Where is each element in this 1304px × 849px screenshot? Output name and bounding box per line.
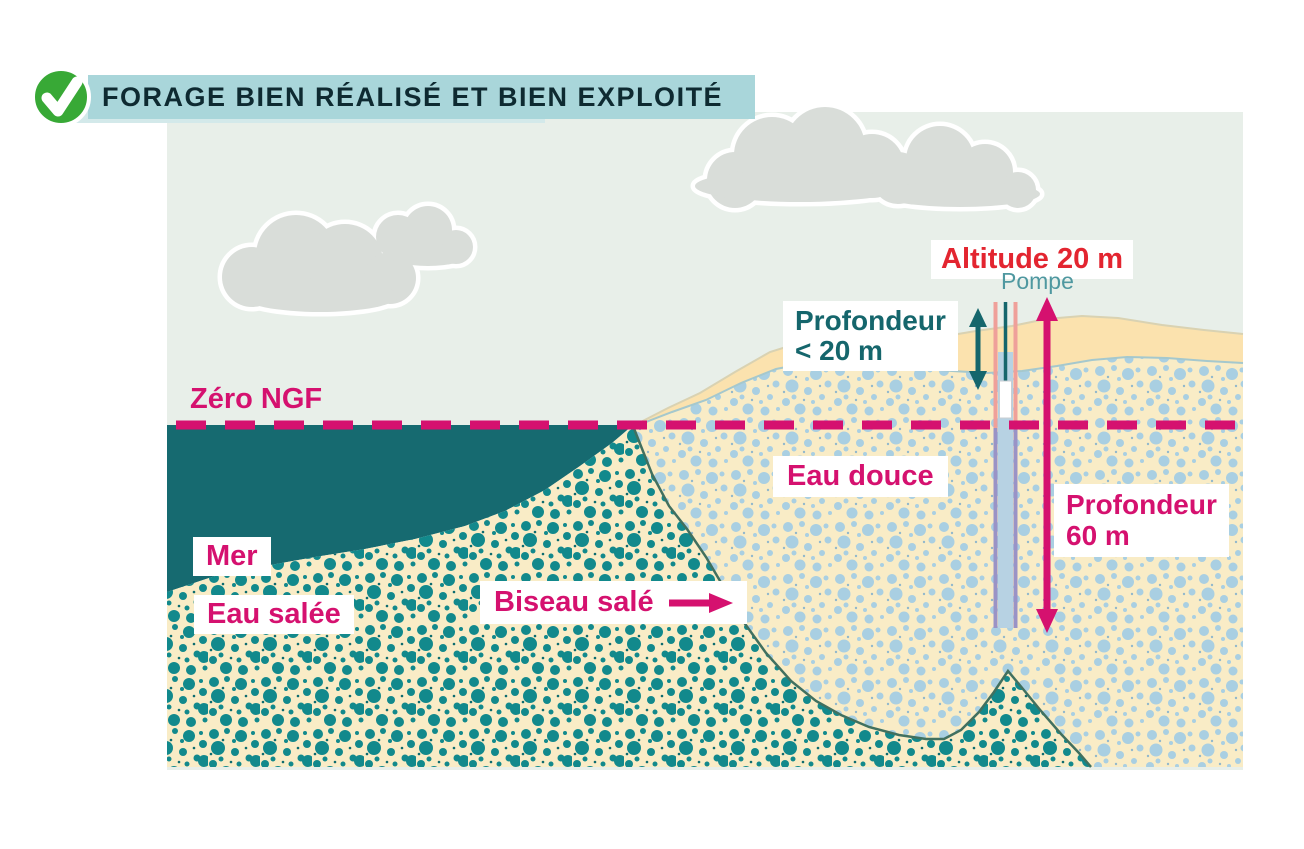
altitude-label: Altitude 20 m (931, 240, 1134, 279)
pump-body (999, 380, 1012, 419)
borehole-depth-line1: Profondeur (1066, 489, 1217, 520)
cloud-left (217, 201, 478, 317)
sea (167, 425, 633, 592)
salt-wedge-label: Biseau salé (480, 581, 747, 624)
fresh-water-label: Eau douce (773, 456, 948, 497)
pump-label: Pompe (1001, 268, 1074, 294)
cloud-top (690, 102, 1045, 213)
banner-title: FORAGE BIEN RÉALISÉ ET BIEN EXPLOITÉ (102, 82, 724, 112)
check-circle-icon (31, 67, 91, 127)
sea-label: Mer (193, 537, 271, 576)
salt-wedge-label-text: Biseau salé (494, 586, 654, 618)
depth-20m-arrow (969, 308, 987, 390)
well-depth-line2: < 20 m (795, 335, 883, 367)
depth-60m-arrow (1036, 297, 1058, 633)
borehole-depth-label: Profondeur 60 m (1054, 484, 1229, 557)
zero-ngf-label: Zéro NGF (190, 383, 323, 415)
salt-water-label: Eau salée (194, 595, 354, 634)
borehole-depth-line2: 60 m (1066, 520, 1130, 552)
well-depth-label: Profondeur < 20 m (783, 301, 958, 372)
salt-wedge-arrow-icon (668, 592, 733, 613)
salt-wedge-interface-line (631, 425, 1092, 768)
banner (70, 75, 755, 123)
well-depth-line1: Profondeur (795, 305, 946, 336)
